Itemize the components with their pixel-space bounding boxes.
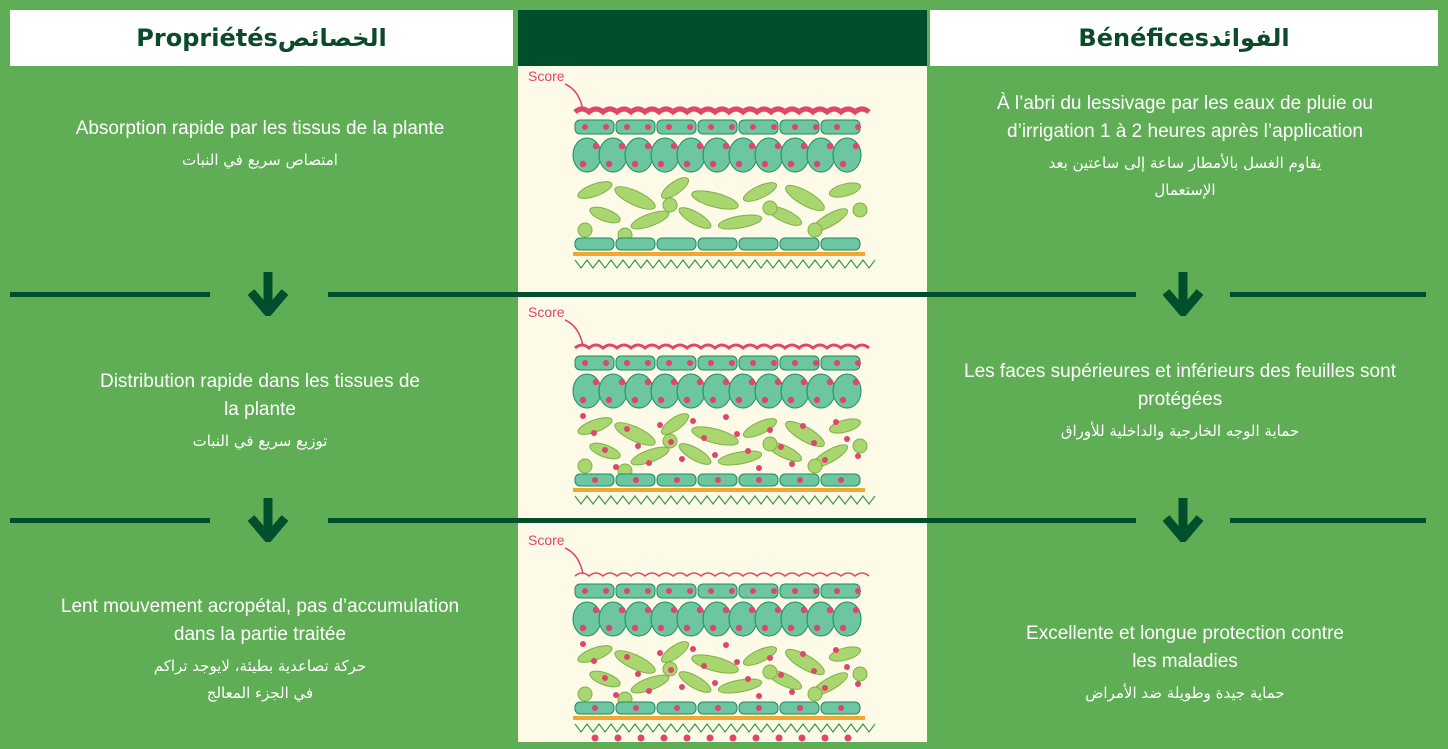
benefit-1-ar: يقاوم الغسل بالأمطار ساعة إلى ساعتين بعد… <box>1048 154 1322 199</box>
benefit-1-fr: À l’abri du lessivage par les eaux de pl… <box>996 93 1373 142</box>
divider-mid-1 <box>328 292 1136 297</box>
score-label-3: Score <box>528 532 565 548</box>
benefit-2-ar: حماية الوجه الخارجية والداخلية للأوراق <box>1060 422 1300 440</box>
property-1: Absorption rapide par les tissus de la p… <box>60 115 460 174</box>
property-2: Distribution rapide dans les tissues de … <box>90 368 430 455</box>
benefits-header-ar: الفوائد <box>1208 24 1290 52</box>
diagram-header <box>518 10 927 66</box>
properties-header-fr: Propriétés <box>136 24 278 52</box>
property-3: Lent mouvement acropétal, pas d’accumula… <box>60 593 460 707</box>
benefit-1: À l’abri du lessivage par les eaux de pl… <box>965 90 1405 204</box>
arrow-down-icon <box>247 498 289 542</box>
properties-header: Propriétés الخصائص <box>10 10 513 66</box>
divider-left-1 <box>10 292 210 297</box>
property-2-fr: Distribution rapide dans les tissues de … <box>99 371 420 420</box>
score-label-2: Score <box>528 304 565 320</box>
arrow-down-icon <box>1162 498 1204 542</box>
property-1-fr: Absorption rapide par les tissus de la p… <box>75 118 445 139</box>
properties-header-ar: الخصائص <box>277 24 387 52</box>
benefit-2: Les faces supérieures et inférieurs des … <box>955 358 1405 445</box>
benefit-3-fr: Excellente et longue protection contre l… <box>1026 623 1344 672</box>
leaf-cross-section-2 <box>565 319 876 505</box>
score-label-1: Score <box>528 68 565 84</box>
divider-right-1 <box>1230 292 1426 297</box>
leaf-cross-section-1 <box>565 83 876 269</box>
benefit-2-fr: Les faces supérieures et inférieurs des … <box>964 361 1396 410</box>
benefit-3: Excellente et longue protection contre l… <box>965 620 1405 707</box>
property-1-ar: امتصاص سريع في النبات <box>182 151 338 169</box>
divider-left-2 <box>10 518 210 523</box>
arrow-down-icon <box>247 272 289 316</box>
property-3-fr: Lent mouvement acropétal, pas d’accumula… <box>60 596 460 645</box>
benefits-header-fr: Bénéfices <box>1078 24 1209 52</box>
property-3-ar: حركة تصاعدية بطيئة، لايوجد تراكم في الجز… <box>153 657 367 702</box>
benefit-3-ar: حماية جيدة وطويلة ضد الأمراض <box>1085 684 1285 702</box>
arrow-down-icon <box>1162 272 1204 316</box>
divider-mid-2 <box>328 518 1136 523</box>
property-2-ar: توزيع سريع في النبات <box>192 432 328 450</box>
leaf-cross-section-3 <box>565 547 876 742</box>
divider-right-2 <box>1230 518 1426 523</box>
benefits-header: Bénéfices الفوائد <box>930 10 1438 66</box>
